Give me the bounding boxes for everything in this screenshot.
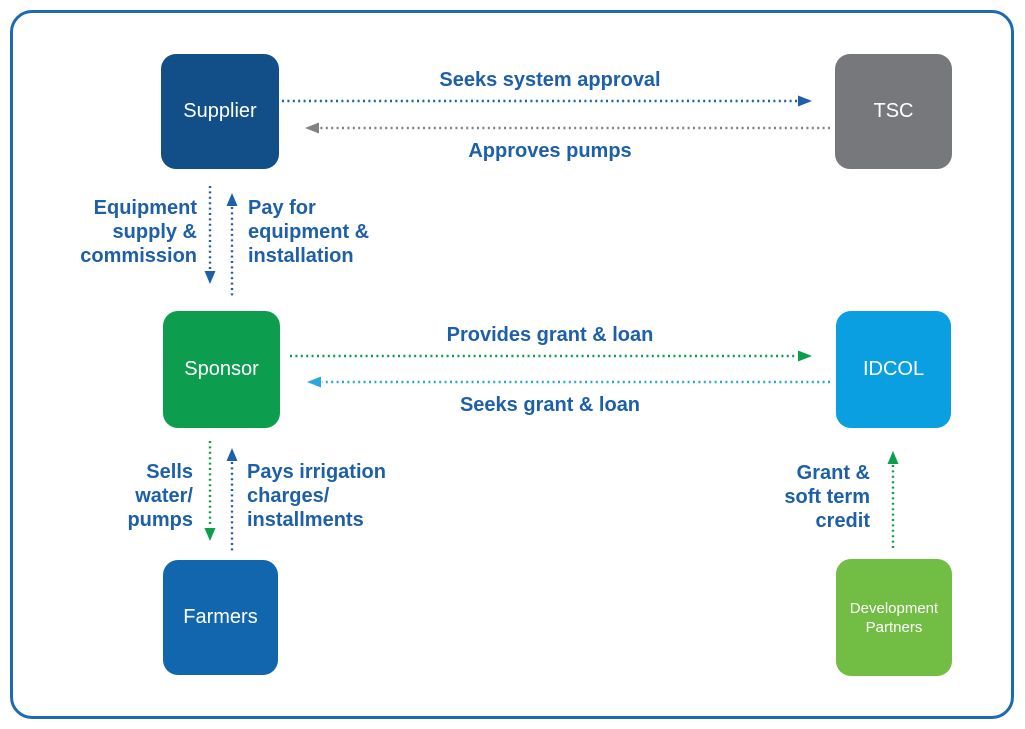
label-approves-pumps: Approves pumps <box>468 140 632 162</box>
node-tsc-label: TSC <box>873 100 914 122</box>
node-idcol-label: IDCOL <box>862 358 925 380</box>
label-provides-grant-loan: Provides grant & loan <box>446 324 654 346</box>
node-supplier: Supplier <box>161 54 279 169</box>
node-farmers: Farmers <box>163 560 278 675</box>
label-pay-for-equipment-installation: Pay for equipment & installation <box>248 197 370 267</box>
label-sells-water-pumps: Sells water/ pumps <box>127 461 193 531</box>
node-supplier-label: Supplier <box>183 100 257 122</box>
node-development-partners-label: Development Partners <box>849 599 939 636</box>
label-equipment-supply-commission: Equipment supply & commission <box>80 197 197 267</box>
label-pays-irrigation-charges-installments: Pays irrigation charges/ installments <box>247 461 386 531</box>
label-seeks-grant-loan: Seeks grant & loan <box>459 394 641 416</box>
node-sponsor-label: Sponsor <box>184 358 259 380</box>
diagram-border <box>10 10 1014 719</box>
node-tsc: TSC <box>835 54 952 169</box>
node-farmers-label: Farmers <box>183 606 258 628</box>
label-seeks-system-approval: Seeks system approval <box>439 69 661 91</box>
label-grant-soft-term-credit: Grant & soft term credit <box>784 462 870 532</box>
node-sponsor: Sponsor <box>163 311 280 428</box>
node-development-partners: Development Partners <box>836 559 952 676</box>
node-idcol: IDCOL <box>836 311 951 428</box>
